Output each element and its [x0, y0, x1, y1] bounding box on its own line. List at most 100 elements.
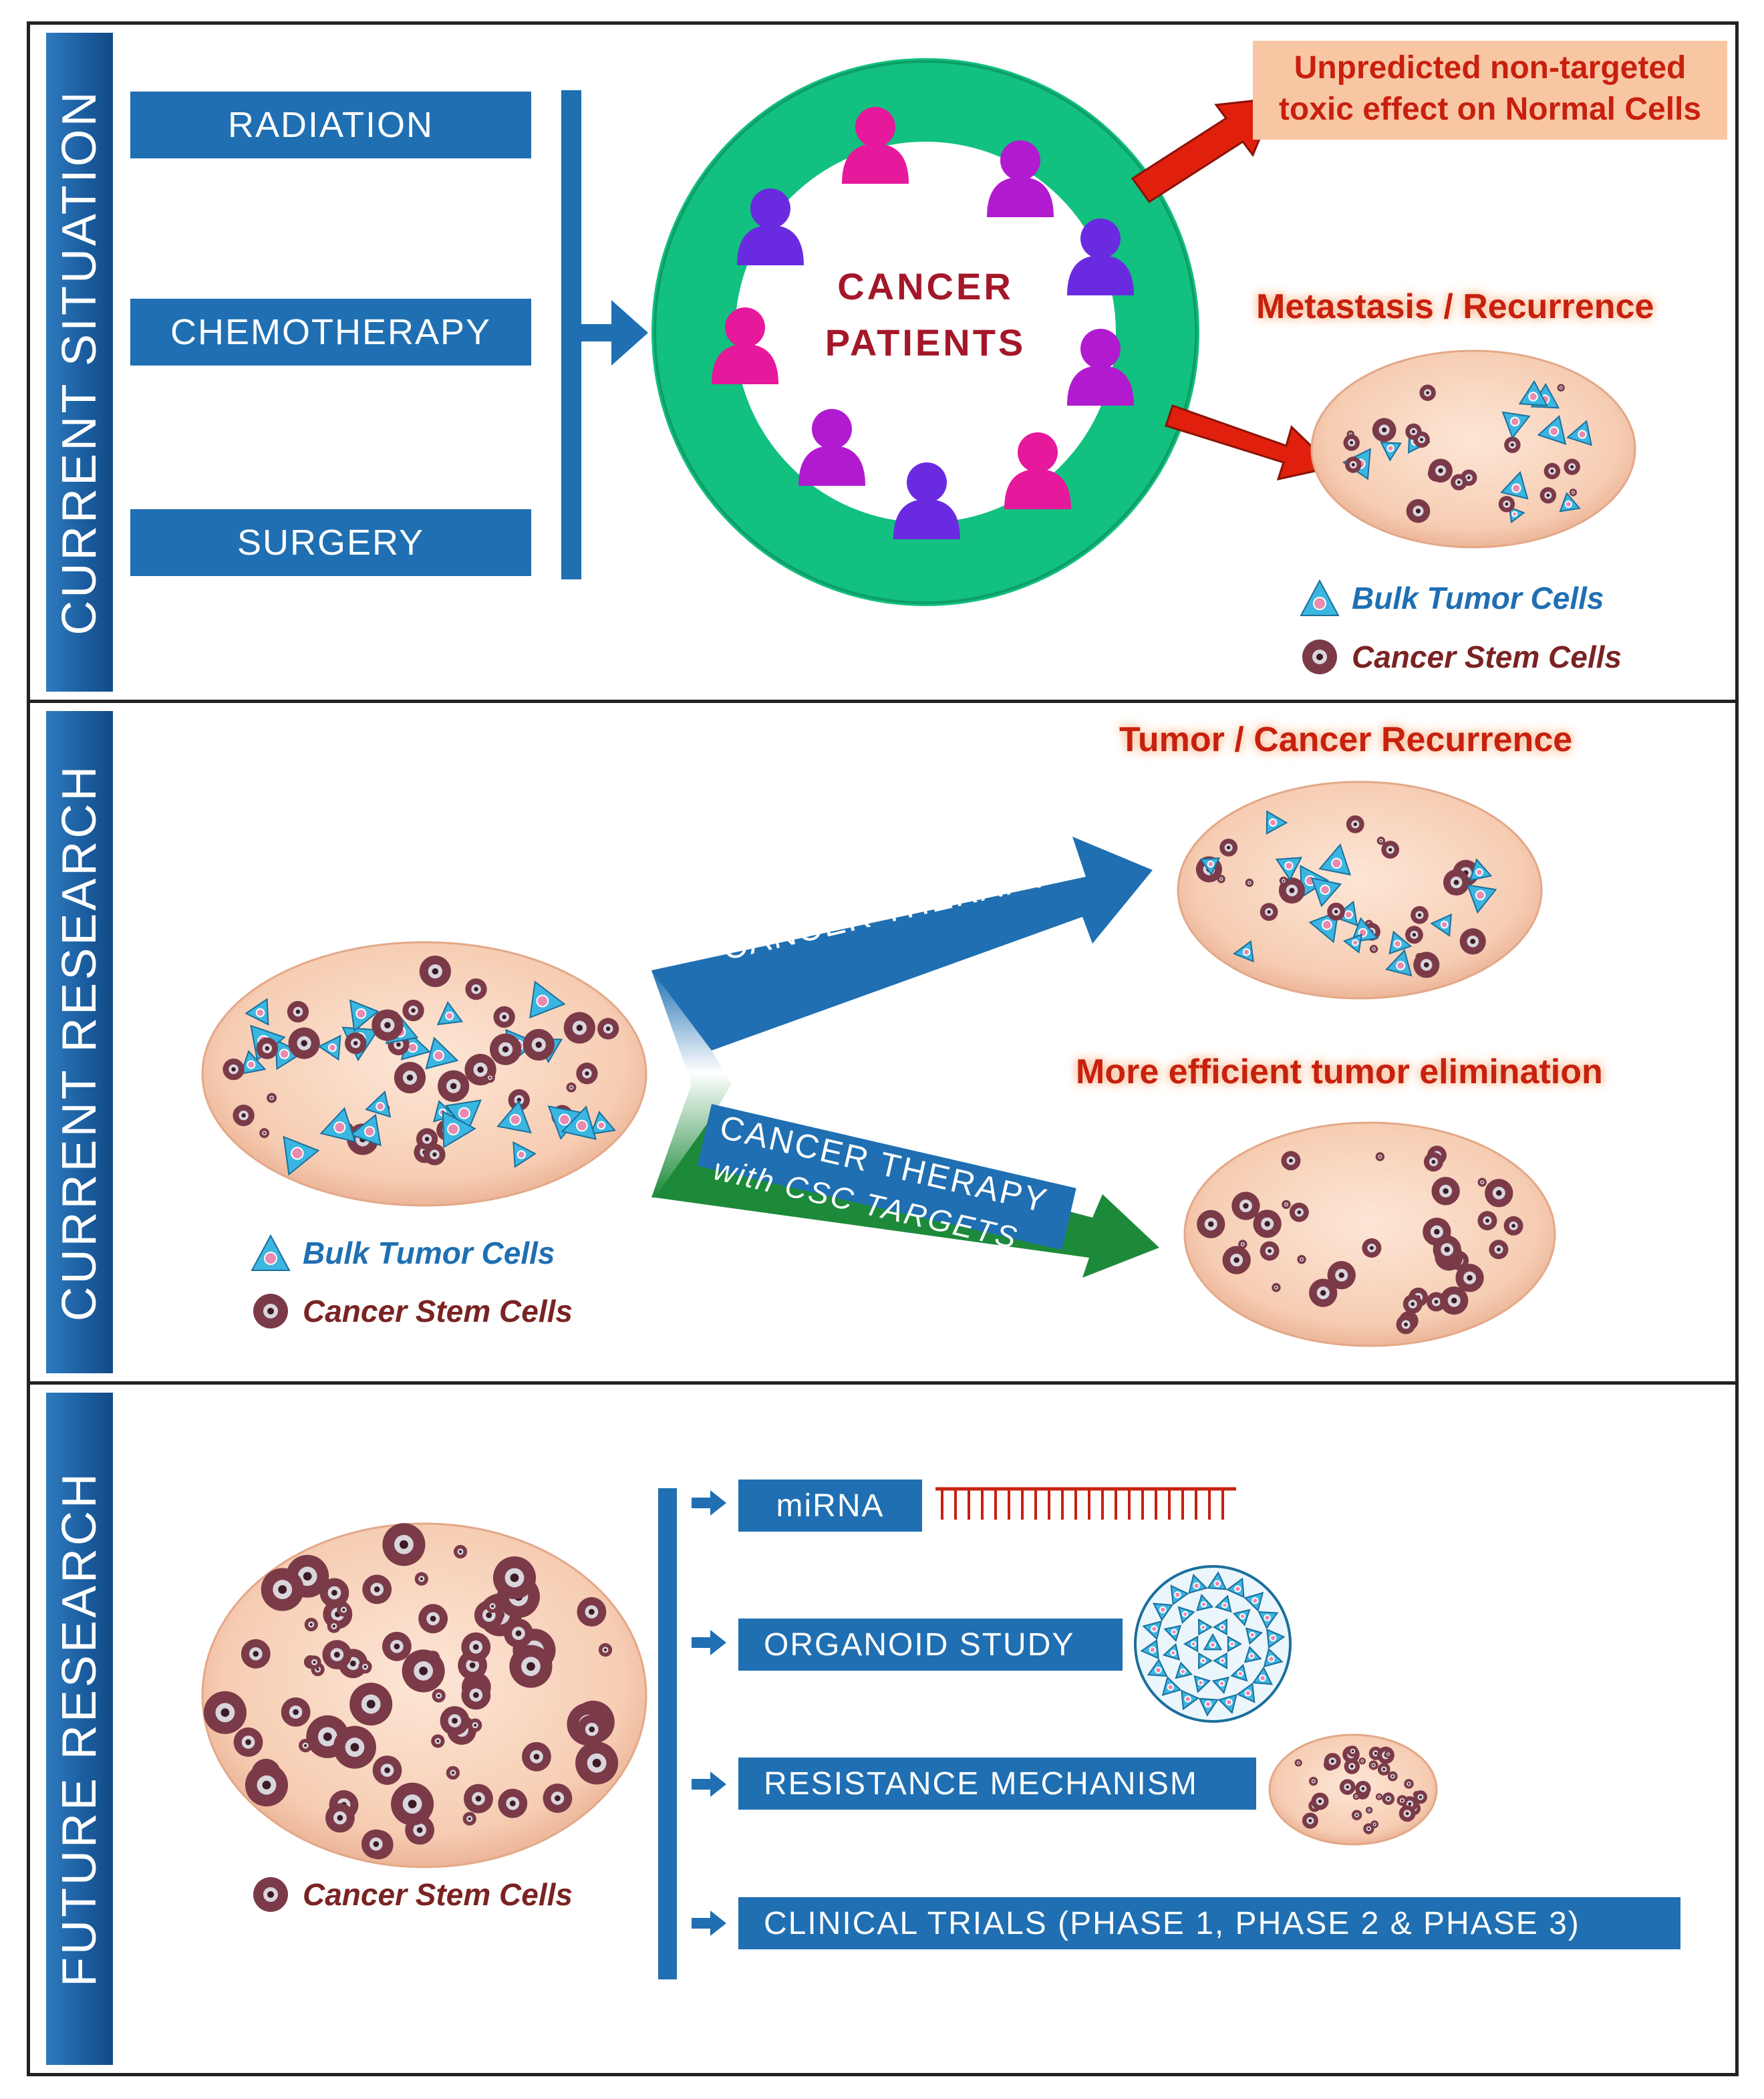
- cancer-stem-cell: [402, 999, 424, 1022]
- cancer-stem-cell: [575, 1741, 619, 1785]
- cancer-stem-cell: [431, 1734, 445, 1748]
- source-tumor: [201, 941, 647, 1207]
- cancer-stem-cell: [304, 1617, 318, 1632]
- cancer-stem-cell: [1260, 903, 1278, 922]
- current-situation-sidebar: CURRENT SITUATION: [46, 33, 113, 692]
- cancer-stem-cell: [1347, 1745, 1358, 1757]
- cancer-stem-cell: [1413, 952, 1440, 978]
- cancer-stem-cell: [1376, 836, 1386, 845]
- organoid-study-box: ORGANOID STUDY: [738, 1619, 1123, 1671]
- bulk-tumor-cell: [1211, 1676, 1229, 1695]
- cancer-stem-cell: [1564, 458, 1580, 475]
- bulk-tumor-cell: [1518, 380, 1548, 406]
- cancer-stem-cell: [461, 1632, 491, 1662]
- cancer-stem-cell: [1362, 1238, 1382, 1258]
- bulk-tumor-cell: [319, 1107, 356, 1143]
- tumor-body: [1310, 349, 1636, 549]
- bulk-tumor-cell: [1230, 1663, 1248, 1682]
- cancer-stem-cell: [468, 1718, 482, 1732]
- cancer-stem-cell: [394, 1061, 426, 1094]
- cancer-stem-cell: [509, 1645, 553, 1688]
- current-research-sidebar: CURRENT RESEARCH: [46, 711, 113, 1373]
- cancer-stem-cell: [1231, 1192, 1260, 1220]
- cancer-stem-cell: [281, 1697, 311, 1727]
- bulk-tumor-cell: [1181, 1689, 1200, 1711]
- cancer-stem-cell: [493, 1006, 515, 1028]
- cancer-stem-cell: [438, 1070, 470, 1102]
- cancer-stem-cell: [1443, 869, 1470, 896]
- cancer-stem-cell: [577, 1715, 607, 1744]
- bulk-tumor-cell: [1183, 1635, 1199, 1653]
- bulk-tumor-cell: [1153, 1602, 1173, 1622]
- cancer-stem-cell: [1372, 418, 1396, 442]
- bulk-tumor-cell: [512, 1141, 537, 1168]
- cancer-stem-cell: [1396, 1314, 1416, 1335]
- cancer-stem-cell: [543, 1783, 573, 1813]
- bulk-tumor-cell: [1466, 884, 1497, 914]
- bulk-tumor-cell: [1147, 1658, 1168, 1677]
- cancer-stem-cell: [203, 1691, 247, 1734]
- bulk-tumor-cell-icon: [251, 1234, 291, 1271]
- bulk-tumor-cell: [1430, 913, 1452, 937]
- cancer-stem-cell: [418, 1604, 448, 1634]
- bulk-tumor-cell: [1213, 1652, 1228, 1670]
- legend-csc-2: Cancer Stem Cells: [251, 1292, 573, 1330]
- bulk-tumor-cell: [442, 1110, 476, 1149]
- cancer-stem-cell: [1345, 456, 1362, 473]
- bulk-tumor-cell: [349, 1113, 382, 1147]
- cancer-stem-cell: [498, 1788, 528, 1818]
- cancer-stem-cell: [1245, 878, 1254, 887]
- bulk-tumor-cell: [1203, 1633, 1223, 1651]
- cancer-stem-cell: [440, 1706, 470, 1735]
- cancer-stem-cell: [566, 1082, 577, 1093]
- cancer-stem-cell: [327, 1619, 341, 1633]
- cancer-stem-cell: [1197, 1210, 1225, 1238]
- bulk-tumor-cell: [1142, 1620, 1163, 1641]
- bulk-tumor-cell: [1342, 933, 1362, 954]
- cancer-stem-cell: [358, 1660, 372, 1674]
- bulk-tumor-cell: [1243, 1592, 1264, 1613]
- cancer-stem-cell: [1423, 1152, 1443, 1172]
- cancer-stem-cell: [1279, 876, 1288, 885]
- cancer-stem-cell: [1352, 1792, 1360, 1800]
- toxic-effect-box: Unpredicted non-targeted toxic effect on…: [1253, 41, 1727, 140]
- clinical-trials-box: CLINICAL TRIALS (PHASE 1, PHASE 2 & PHAS…: [738, 1897, 1680, 1949]
- bulk-tumor-cell: [561, 1105, 597, 1140]
- bulk-tumor-cell: [1217, 1693, 1237, 1715]
- cancer-stem-cell: [1302, 1812, 1318, 1829]
- metastasis-label: Metastasis / Recurrence: [1256, 287, 1654, 326]
- cancer-stem-cell: [1455, 1264, 1484, 1292]
- metastasis-tumor: [1310, 349, 1636, 549]
- cancer-stem-cell: [1381, 841, 1400, 859]
- cancer-patients-title: CANCER PATIENTS: [825, 265, 1026, 364]
- cancer-stem-cell-icon: [253, 1877, 288, 1912]
- cancer-stem-cell: [288, 1027, 320, 1059]
- recurrence-label: Tumor / Cancer Recurrence: [1119, 720, 1573, 759]
- cancer-stem-cell: [307, 1655, 321, 1669]
- cancer-stem-cell: [1557, 384, 1565, 392]
- cancer-stem-cell: [337, 1602, 351, 1617]
- cancer-stem-cell: [259, 1128, 270, 1139]
- cancer-stem-cell: [1253, 1210, 1282, 1238]
- cancer-stem-cell: [1351, 1810, 1362, 1820]
- cancer-stem-cell: [1281, 1151, 1301, 1171]
- cancer-stem-cell: [345, 1032, 367, 1055]
- cancer-stem-cell: [1569, 488, 1578, 497]
- cancer-stem-cell: [1399, 1805, 1416, 1822]
- resistance-mechanism-box: RESISTANCE MECHANISM: [738, 1758, 1256, 1810]
- legend-csc-1: Cancer Stem Cells: [1300, 638, 1622, 676]
- chemotherapy-box: CHEMOTHERAPY: [130, 299, 531, 366]
- cancer-stem-cell: [461, 1680, 491, 1710]
- cancer-stem-cell: [1369, 944, 1378, 954]
- cancer-stem-cell: [1358, 1757, 1366, 1765]
- bulk-tumor-cell: [245, 998, 269, 1026]
- cancer-stem-cell: [1413, 1790, 1428, 1804]
- future-research-panel: FUTURE RESEARCH Cancer Stem Cells miRNA …: [27, 1381, 1739, 2076]
- cancer-stem-cell: [1346, 815, 1364, 833]
- legend-bulk-tumor-2: Bulk Tumor Cells: [251, 1234, 555, 1272]
- current-research-panel: CURRENT RESEARCH Bulk Tumor Cells Cancer…: [27, 700, 1739, 1385]
- bulk-tumor-cell: [1388, 930, 1413, 955]
- radiation-box: RADIATION: [130, 92, 531, 158]
- cancer-stem-cell: [419, 955, 451, 988]
- mirna-box: miRNA: [738, 1480, 922, 1532]
